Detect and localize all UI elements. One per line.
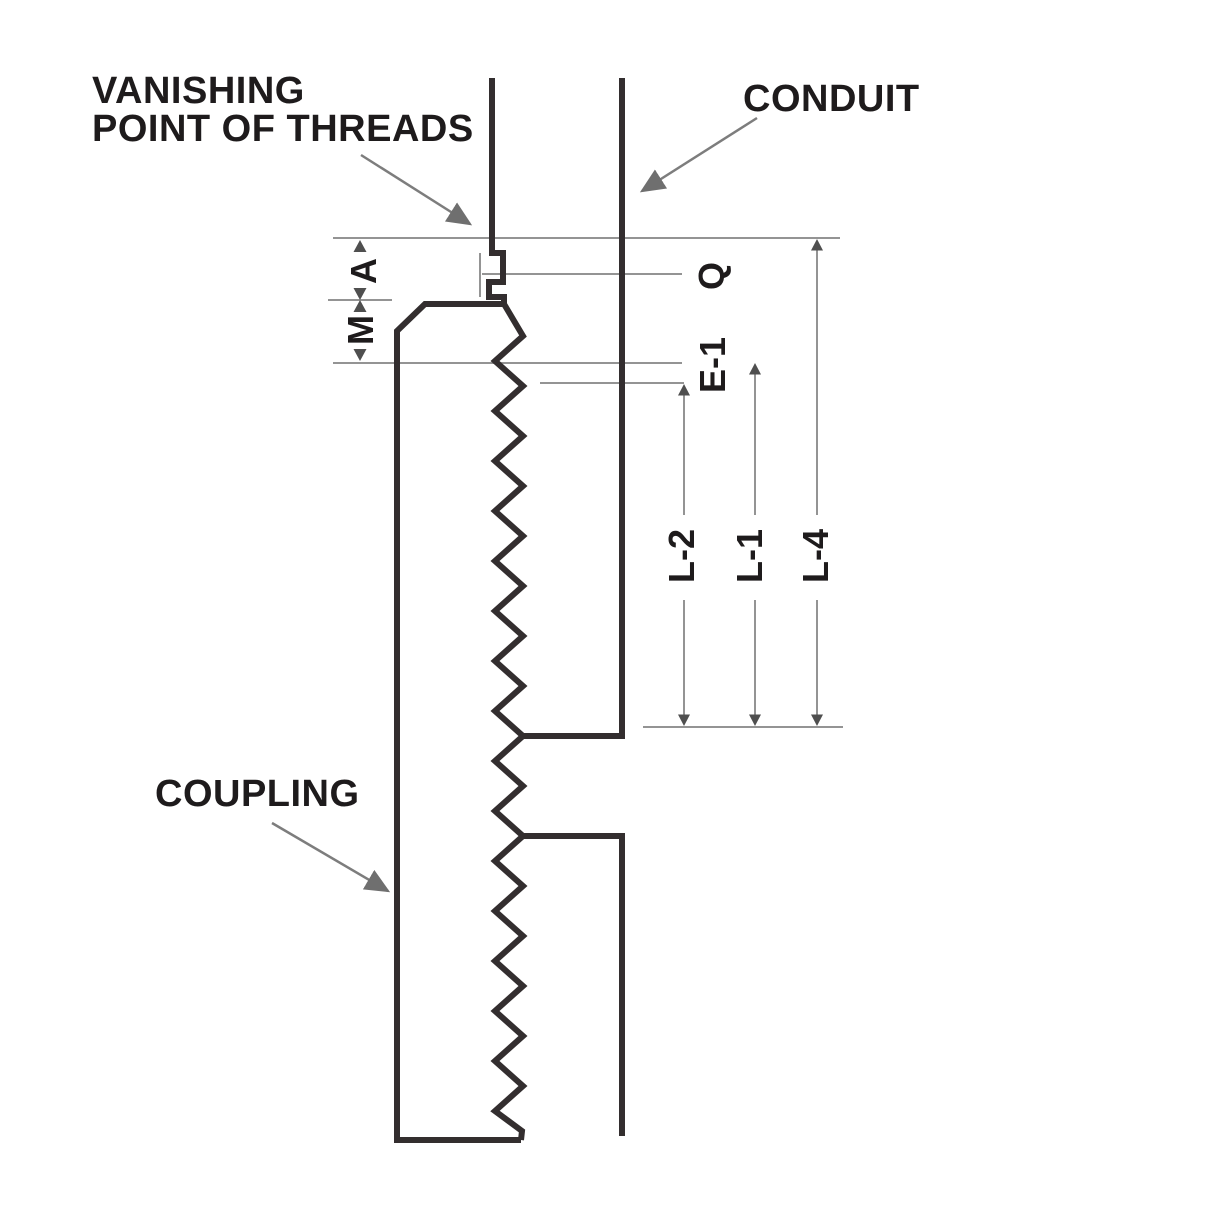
dim-label-q: Q [691, 261, 732, 291]
arrowhead-a-m-shared [353, 288, 367, 312]
part-outlines [394, 78, 625, 1143]
vanishing-point-label: VANISHING POINT OF THREADS [92, 72, 474, 148]
arrowhead-l2-top [678, 384, 690, 396]
vanishing-point-label-line2: POINT OF THREADS [92, 108, 474, 150]
conduit-thread-runout [486, 78, 507, 304]
leader-conduit [639, 116, 758, 193]
conduit-lower-outline [523, 833, 625, 1136]
arrowhead-a-top [353, 240, 367, 252]
arrowhead-l1-bottom [749, 714, 761, 726]
coupling-outline [394, 301, 521, 1143]
conduit-upper-outline [523, 78, 625, 739]
arrowhead-m-bottom [353, 349, 367, 361]
vanishing-point-label-line1: VANISHING [92, 70, 305, 112]
dim-label-a: A [343, 258, 384, 284]
leader-lines [271, 116, 758, 893]
dim-label-e1: E-1 [692, 336, 733, 394]
arrowhead-l4-bottom [811, 714, 823, 726]
arrowhead-l4-top [811, 239, 823, 251]
dim-label-l2: L-2 [661, 529, 702, 583]
arrowhead-l1-top [749, 363, 761, 375]
dim-label-l1: L-1 [729, 529, 770, 583]
arrowhead-l2-bottom [678, 714, 690, 726]
dim-label-m: M [340, 315, 381, 345]
dimension-lines [328, 237, 843, 728]
leader-vanishing-point [360, 153, 473, 226]
coupling-label: COUPLING [155, 773, 360, 815]
leader-coupling [271, 821, 391, 893]
conduit-label: CONDUIT [743, 78, 920, 120]
dimension-arrowheads [353, 239, 823, 726]
dim-label-l4: L-4 [795, 529, 836, 583]
thread-profile [490, 302, 528, 1141]
